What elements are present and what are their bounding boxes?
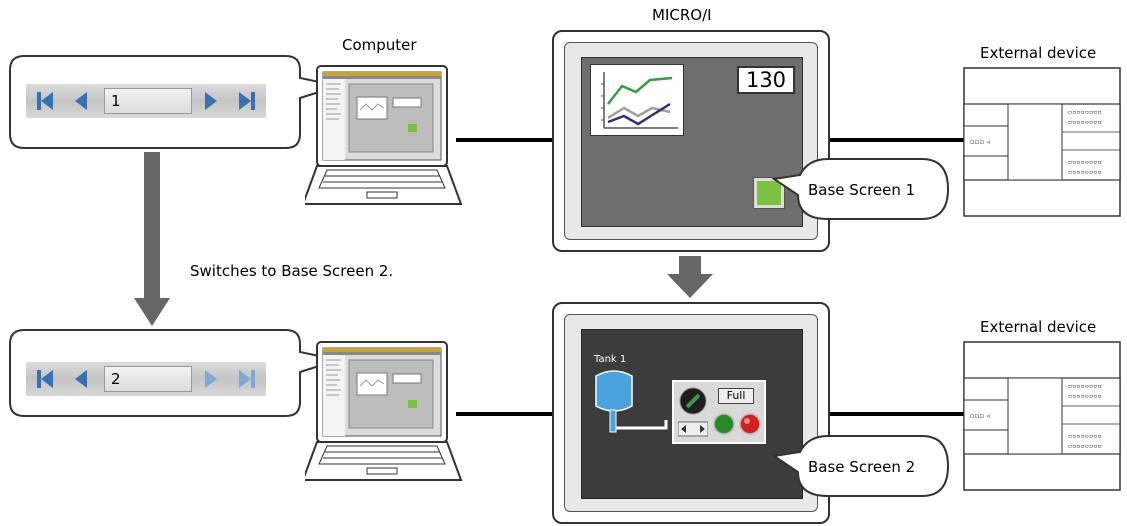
first-screen-button[interactable]	[28, 84, 62, 118]
next-screen-button[interactable]	[194, 362, 228, 396]
last-screen-button[interactable]	[230, 84, 264, 118]
external-device-label-top: External device	[980, 44, 1097, 62]
cable-computer-to-hmi-top	[456, 138, 554, 142]
red-lamp-icon	[739, 413, 761, 435]
svg-text:▫▫▫ ◃: ▫▫▫ ◃	[970, 138, 990, 146]
control-panel-widget: Full	[672, 380, 766, 444]
base-screen-2-caption: Base Screen 2	[808, 458, 916, 476]
down-arrow-center	[667, 256, 713, 298]
previous-icon	[75, 370, 87, 388]
svg-text:▫▫▫▫▫▫▫▫: ▫▫▫▫▫▫▫▫	[1068, 158, 1102, 166]
screen-number-field[interactable]: 1	[104, 88, 192, 114]
previous-screen-button[interactable]	[64, 362, 98, 396]
computer-label: Computer	[342, 36, 417, 54]
previous-screen-button[interactable]	[64, 84, 98, 118]
hmi-bezel-bottom: Tank 1 Full	[564, 314, 818, 512]
hmi-title: MICRO/I	[652, 6, 712, 24]
hmi-device-bottom: Tank 1 Full	[552, 302, 830, 524]
next-screen-button[interactable]	[194, 84, 228, 118]
screen-number-field[interactable]: 2	[104, 366, 192, 392]
left-right-arrows-icon[interactable]	[678, 420, 708, 438]
hmi-bezel-top: 130	[564, 42, 818, 240]
svg-text:▫▫▫▫▫▫▫▫: ▫▫▫▫▫▫▫▫	[1068, 168, 1102, 176]
laptop-computer-top	[305, 65, 463, 205]
numeric-display: 130	[737, 66, 795, 94]
last-screen-button[interactable]	[230, 362, 264, 396]
switch-caption: Switches to Base Screen 2.	[190, 262, 394, 280]
cable-computer-to-hmi-bottom	[456, 412, 554, 416]
last-page-icon	[239, 370, 255, 388]
trend-graph-widget	[590, 64, 684, 136]
svg-text:▫▫▫▫▫▫▫▫: ▫▫▫▫▫▫▫▫	[1068, 118, 1102, 126]
next-icon	[205, 370, 217, 388]
tank-widget	[595, 370, 668, 433]
external-device-label-bottom: External device	[980, 318, 1097, 336]
svg-text:▫▫▫▫▫▫▫▫: ▫▫▫▫▫▫▫▫	[1068, 442, 1102, 450]
selector-switch-icon[interactable]	[678, 386, 708, 416]
base-screen-1-callout-shape	[771, 158, 950, 220]
base-screen-1: 130	[581, 57, 803, 227]
full-indicator: Full	[718, 388, 754, 404]
laptop-computer-bottom	[305, 341, 463, 481]
external-device-bottom: ▫▫▫ ◃ ▫▫▫▫▫▫▫▫ ▫▫▫▫▫▫▫▫ ▫▫▫▫▫▫▫▫ ▫▫▫▫▫▫▫…	[963, 341, 1121, 491]
first-page-icon	[37, 92, 53, 110]
cable-hmi-to-device-bottom	[826, 412, 964, 416]
down-arrow-left	[134, 152, 170, 326]
previous-icon	[75, 92, 87, 110]
tank-label: Tank 1	[594, 354, 627, 365]
base-screen-2: Tank 1 Full	[581, 329, 803, 499]
cable-hmi-to-device-top	[826, 138, 964, 142]
base-screen-2-callout-shape	[771, 435, 950, 497]
svg-text:▫▫▫▫▫▫▫▫: ▫▫▫▫▫▫▫▫	[1068, 382, 1102, 390]
last-page-icon	[239, 92, 255, 110]
base-screen-1-caption: Base Screen 1	[808, 181, 916, 199]
next-icon	[205, 92, 217, 110]
first-page-icon	[37, 370, 53, 388]
hmi-device-top: 130	[552, 30, 830, 252]
external-device-top: ▫▫▫ ◃ ▫▫▫▫▫▫▫▫ ▫▫▫▫▫▫▫▫ ▫▫▫▫▫▫▫▫ ▫▫▫▫▫▫▫…	[963, 67, 1121, 217]
svg-text:▫▫▫▫▫▫▫▫: ▫▫▫▫▫▫▫▫	[1068, 432, 1102, 440]
first-screen-button[interactable]	[28, 362, 62, 396]
svg-text:▫▫▫ ◃: ▫▫▫ ◃	[970, 412, 990, 420]
svg-text:▫▫▫▫▫▫▫▫: ▫▫▫▫▫▫▫▫	[1068, 392, 1102, 400]
svg-text:▫▫▫▫▫▫▫▫: ▫▫▫▫▫▫▫▫	[1068, 108, 1102, 116]
green-lamp-icon	[713, 413, 735, 435]
